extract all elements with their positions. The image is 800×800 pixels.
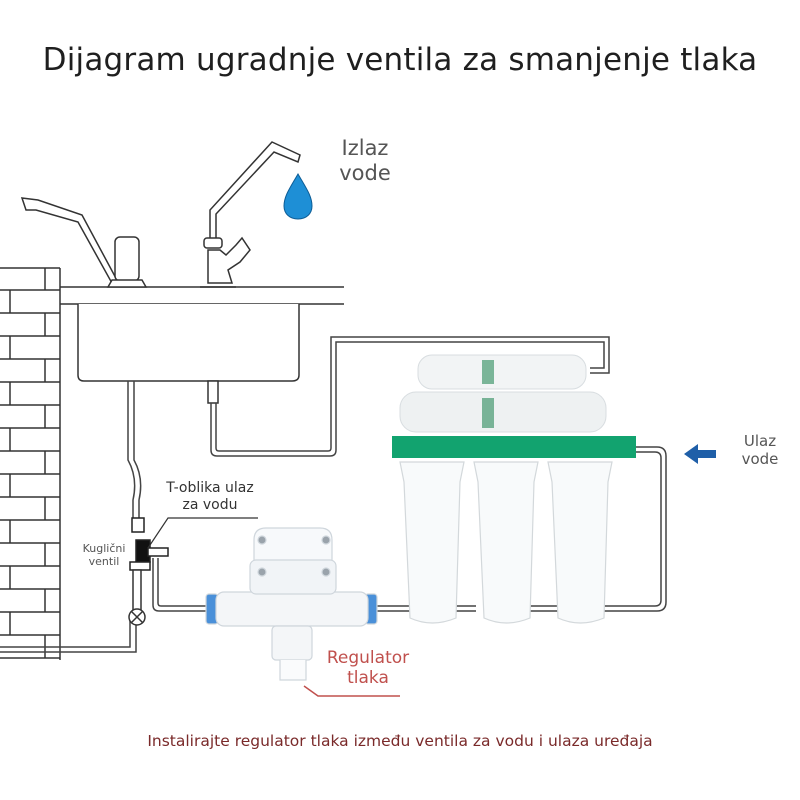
kitchen-faucet	[20, 197, 148, 288]
water-inlet-line2: vode	[741, 450, 779, 468]
ball-valve-label: Kuglični ventil	[76, 542, 132, 568]
tee-inlet-label: T-oblika ulaz za vodu	[150, 480, 270, 514]
water-drop-icon	[283, 172, 313, 220]
arrow-left-icon	[684, 444, 716, 464]
ball-valve-line2: ventil	[88, 555, 120, 569]
tee-inlet-line1: T-oblika ulaz	[166, 480, 254, 496]
water-outlet-line1: Izlaz	[341, 136, 389, 160]
pressure-regulator	[205, 527, 378, 681]
brick-wall	[0, 267, 61, 660]
tee-inlet-line2: za vodu	[182, 496, 238, 513]
water-outlet-label: Izlaz vode	[330, 136, 400, 186]
water-inlet-line1: Ulaz	[743, 432, 777, 450]
ball-valve-line1: Kuglični	[82, 542, 126, 555]
filter-system	[392, 354, 636, 624]
ball-valve-icon	[128, 569, 146, 626]
purified-water-faucet	[200, 141, 301, 288]
water-inlet-label: Ulaz vode	[730, 432, 790, 468]
tee-fitting	[129, 517, 169, 571]
regulator-label: Regulator tlaka	[318, 648, 418, 689]
sink	[60, 286, 344, 404]
installation-caption: Instalirajte regulator tlaka između vent…	[147, 732, 653, 750]
tubing	[0, 336, 667, 653]
diagram-title: Dijagram ugradnje ventila za smanjenje t…	[42, 42, 758, 78]
regulator-line2: tlaka	[347, 668, 389, 689]
regulator-line1: Regulator	[326, 648, 410, 668]
water-outlet-line2: vode	[339, 161, 391, 186]
